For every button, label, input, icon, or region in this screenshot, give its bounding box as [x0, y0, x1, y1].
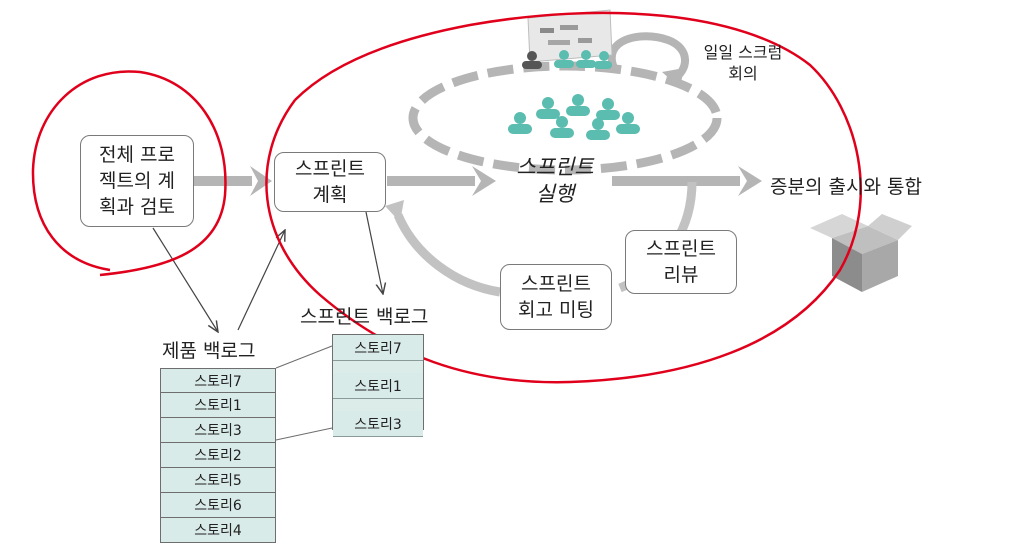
arrow-review-to-backlog [152, 227, 218, 332]
sprint-retro-box: 스프린트 회고 미팅 [500, 264, 612, 330]
product-backlog-title: 제품 백로그 [162, 340, 256, 362]
project-review-box: 전체 프로 젝트의 계 획과 검토 [80, 135, 194, 227]
list-item: 스토리1 [333, 373, 423, 399]
backlog-connector-top [275, 345, 333, 369]
arrow-planning-to-sprint-backlog [365, 211, 383, 294]
backlog-connector-bottom [275, 427, 333, 441]
flow-arrow-execution-to-increment [612, 166, 762, 196]
flow-arrow-review-to-planning [190, 166, 272, 196]
list-item: 스토리1 [160, 393, 276, 418]
annotation-circle-large [265, 11, 862, 384]
sprint-planning-box: 스프린트 계획 [274, 152, 386, 212]
team-icon [508, 94, 640, 140]
daily-scrum-label: 일일 스크럼 회의 [703, 43, 783, 83]
list-item: 스토리7 [160, 368, 276, 393]
flow-arrow-planning-to-execution [387, 166, 496, 196]
sprint-execution-label: 스프린트 실행 [516, 155, 594, 206]
increment-release-label: 증분의 출시와 통합 [770, 176, 922, 198]
daily-scrum-loop [607, 32, 689, 84]
arrow-backlog-to-planning [237, 230, 285, 331]
sprint-backlog-title: 스프린트 백로그 [300, 306, 429, 328]
product-backlog-list: 스토리7 스토리1 스토리3 스토리2 스토리5 스토리6 스토리4 [160, 368, 276, 543]
list-item: 스토리3 [160, 418, 276, 443]
annotation-circle-left [31, 70, 227, 277]
sprint-review-box: 스프린트 리뷰 [625, 230, 737, 294]
list-item: 스토리7 [333, 335, 423, 361]
team-icon [522, 50, 612, 69]
list-item: 스토리6 [160, 493, 276, 518]
list-item: 스토리5 [160, 468, 276, 493]
sprint-backlog-list: 스토리7 스토리1 스토리3 [332, 334, 424, 437]
board-icon [527, 9, 613, 63]
list-item: 스토리4 [160, 518, 276, 543]
list-item: 스토리2 [160, 443, 276, 468]
feedback-arrow-head [385, 200, 404, 222]
box-icon [810, 214, 912, 292]
list-item: 스토리3 [333, 411, 423, 437]
